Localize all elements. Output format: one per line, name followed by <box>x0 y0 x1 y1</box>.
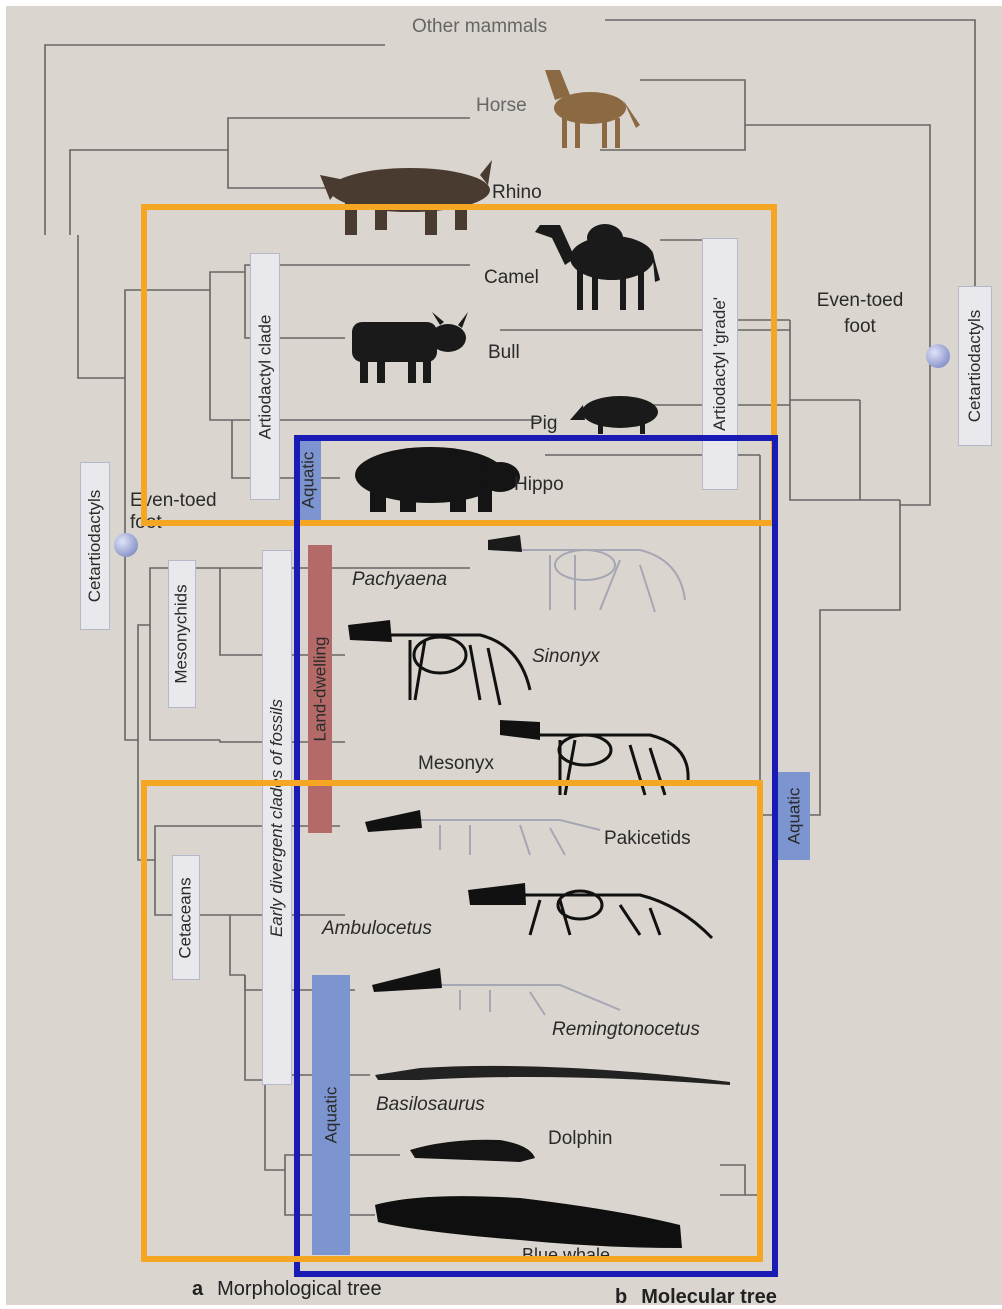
highlight-box-cetaceans <box>141 780 763 1262</box>
pachyaena-skull <box>488 535 522 552</box>
mesonyx-skull <box>500 720 540 740</box>
taxon-ambulocetus: Ambulocetus <box>322 918 432 939</box>
taxon-sinonyx: Sinonyx <box>532 646 600 667</box>
clade-aquatic-bottom: Aquatic <box>312 975 350 1255</box>
horse-silhouette <box>545 70 640 148</box>
caption-molecular-tree: b Molecular tree <box>615 1286 777 1309</box>
taxon-pachyaena: Pachyaena <box>352 569 448 590</box>
hippo-silhouette <box>355 447 520 512</box>
label-even-toed-foot-right: Even-toed foot <box>816 290 904 337</box>
caption-b-text: Molecular tree <box>641 1286 777 1308</box>
taxon-hippo: Hippo <box>514 474 564 495</box>
clade-mesonychids: Mesonychids <box>168 560 196 708</box>
clade-early-divergent: Early divergent clades of fossils <box>262 550 292 1085</box>
ambulocetus-skull <box>468 883 526 905</box>
caption-morphological-tree: a Morphological tree <box>192 1278 382 1301</box>
caption-b-letter: b <box>615 1286 628 1308</box>
remingtonocetus-skeleton <box>440 984 621 1016</box>
taxon-other-mammals: Other mammals <box>412 16 548 37</box>
basilosaurus-skeleton <box>375 1065 730 1085</box>
clade-cetartiodactyls-left: Cetartiodactyls <box>80 462 110 630</box>
clade-cetartiodactyls-right: Cetartiodactyls <box>958 286 992 446</box>
clade-artiodactyl-grade: Artiodactyl 'grade' <box>702 238 738 490</box>
branch-cetartiodactyls <box>77 235 125 379</box>
taxon-rhino: Rhino <box>492 182 542 203</box>
blue-whale-silhouette <box>375 1196 682 1248</box>
branch-other-mammals <box>44 44 385 235</box>
highlight-box-aquatic <box>294 435 778 1277</box>
clade-aquatic-right: Aquatic <box>778 772 810 860</box>
remingtonocetus-skull <box>372 968 442 992</box>
camel-silhouette <box>535 224 660 310</box>
sinonyx-skeleton <box>385 633 532 706</box>
branch-horse-rhino <box>69 149 228 235</box>
pakicetid-skull <box>365 810 422 832</box>
taxon-horse: Horse <box>476 95 527 116</box>
pakicetid-skeleton <box>420 819 601 856</box>
node-marker-right <box>926 344 950 368</box>
pig-silhouette <box>570 396 658 434</box>
ambulocetus-skeleton <box>520 889 714 940</box>
bull-silhouette <box>352 312 468 383</box>
clade-artiodactyl: Artiodactyl clade <box>250 253 280 500</box>
taxon-pakicetids: Pakicetids <box>604 828 691 849</box>
dolphin-silhouette <box>410 1139 535 1162</box>
node-marker-left <box>114 533 138 557</box>
sinonyx-skull <box>348 620 392 642</box>
mesonyx-skeleton <box>540 733 690 796</box>
taxon-pig: Pig <box>530 413 558 434</box>
taxon-bull: Bull <box>488 342 520 363</box>
pachyaena-skeleton <box>520 549 686 613</box>
caption-a-letter: a <box>192 1278 204 1300</box>
taxon-remingtonocetus: Remingtonocetus <box>552 1019 700 1040</box>
taxon-camel: Camel <box>484 267 539 288</box>
caption-a-text: Morphological tree <box>217 1278 382 1300</box>
taxon-dolphin: Dolphin <box>548 1128 613 1149</box>
highlight-box-artiodactyls <box>141 204 777 526</box>
label-even-toed-foot-left: Even-toed foot <box>130 490 217 533</box>
branch-other-mammals-right <box>605 19 976 360</box>
clade-cetaceans: Cetaceans <box>172 855 200 980</box>
taxon-mesonyx: Mesonyx <box>418 753 495 774</box>
taxon-basilosaurus: Basilosaurus <box>376 1094 485 1115</box>
